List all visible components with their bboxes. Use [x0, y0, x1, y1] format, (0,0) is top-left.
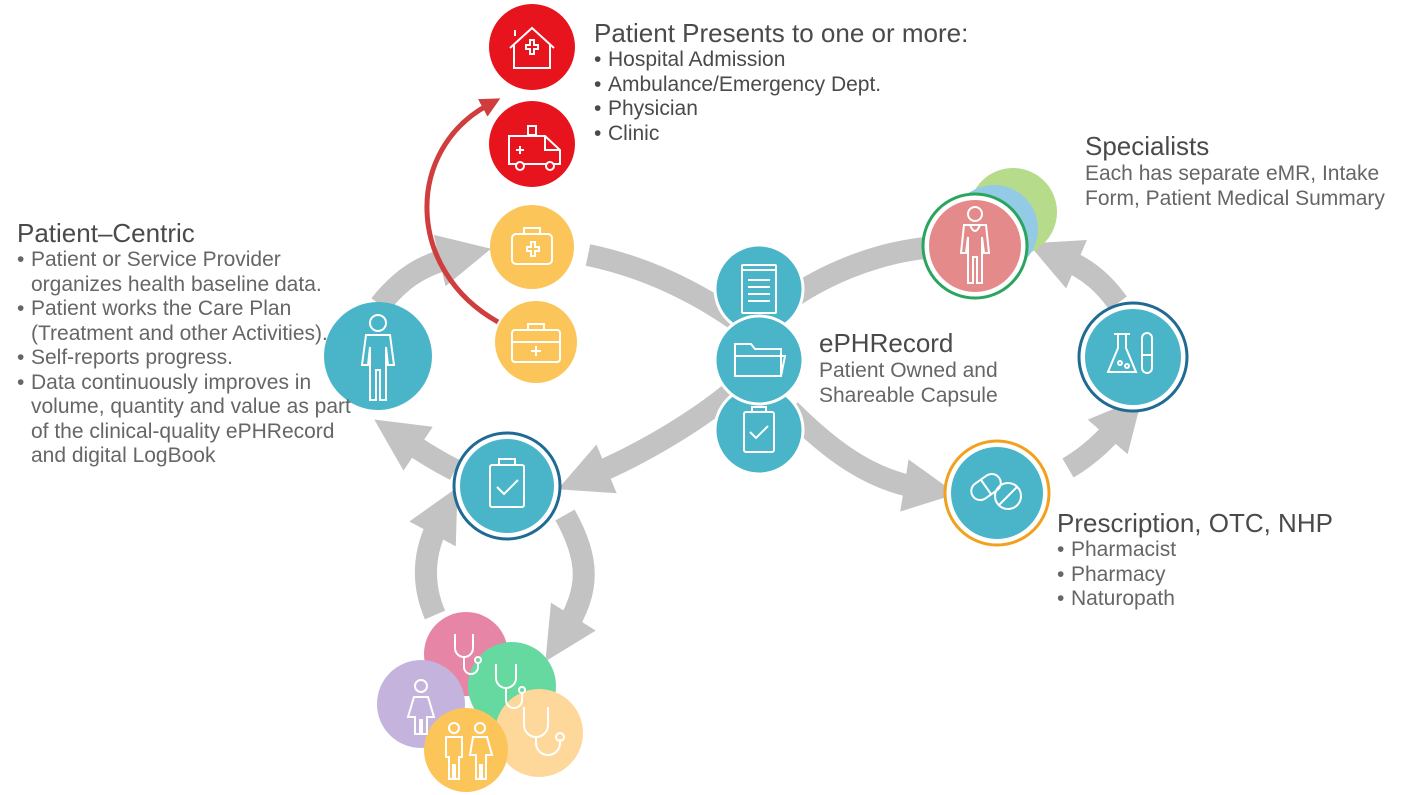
specialists-title: Specialists [1085, 131, 1210, 161]
prescription-title: Prescription, OTC, NHP [1057, 508, 1333, 538]
flow-arrow [557, 376, 748, 494]
clipboard-check-icon [489, 458, 525, 508]
presents-list: Hospital Admission Ambulance/Emergency D… [594, 48, 968, 146]
list-item: Data continuously improves in volume, qu… [17, 371, 362, 469]
doctor-icon [959, 206, 991, 284]
list-item: Patient or Service Provider organizes he… [17, 248, 362, 297]
ambulance-node [489, 101, 575, 187]
specialists-block: Specialists Each has separate eMR, Intak… [1085, 131, 1405, 211]
hospital-icon [509, 26, 555, 69]
flow-arrow [409, 487, 458, 620]
patient-centric-list: Patient or Service Provider organizes he… [17, 248, 362, 469]
pills-icon [970, 472, 1022, 510]
flow-arrow [782, 402, 957, 512]
first-aid-kit-icon [511, 323, 561, 363]
list-item: Self-reports progress. [17, 346, 362, 371]
physician-node [490, 205, 574, 289]
presents-title: Patient Presents to one or more: [594, 18, 969, 48]
list-item: Pharmacy [1057, 563, 1333, 588]
lab-node [1077, 301, 1189, 413]
patient-person-icon [360, 314, 396, 401]
folder-icon [734, 343, 787, 377]
flow-arrow [1062, 397, 1143, 478]
ephrecord-title: ePHRecord [819, 328, 954, 358]
woman-icon [406, 679, 436, 735]
flow-arrow [371, 234, 492, 312]
stethoscope-icon [523, 707, 565, 756]
ephrecord-capsule [713, 243, 805, 476]
specialists-description: Each has separate eMR, Intake Form, Pati… [1085, 162, 1385, 210]
prescription-list: Pharmacist Pharmacy Naturopath [1057, 538, 1333, 612]
clipboard-check-icon [743, 406, 775, 453]
patient-centric-block: Patient–Centric Patient or Service Provi… [17, 218, 362, 469]
list-item: Hospital Admission [594, 48, 968, 73]
list-item: Ambulance/Emergency Dept. [594, 73, 968, 98]
flow-arrow [1028, 239, 1127, 310]
clinic-node [495, 301, 577, 383]
pharmacy-node [943, 439, 1051, 547]
couple-icon [445, 722, 494, 780]
stethoscope-icon [454, 634, 482, 675]
list-item: Naturopath [1057, 587, 1333, 612]
stethoscope-icon [495, 664, 526, 709]
list-item: Physician [594, 97, 968, 122]
care-plan-node [452, 431, 562, 541]
patient-centric-title: Patient–Centric [17, 218, 195, 248]
flow-arrow [545, 509, 596, 662]
ambulance-icon [508, 125, 561, 171]
hospital-admission-node [489, 4, 575, 90]
provider-cluster [377, 612, 583, 792]
presents-block: Patient Presents to one or more: Hospita… [594, 18, 968, 146]
specialists-cluster [921, 168, 1057, 300]
escalation-arrow [424, 98, 501, 325]
lab-flasks-icon [1106, 332, 1153, 374]
medical-bag-icon [511, 227, 553, 265]
list-item: Patient works the Care Plan (Treatment a… [17, 297, 362, 346]
ephrecord-block: ePHRecord Patient Owned and Shareable Ca… [819, 328, 1039, 408]
document-icon [741, 264, 777, 314]
ephrecord-subtitle: Patient Owned and Shareable Capsule [819, 359, 998, 407]
list-item: Clinic [594, 122, 968, 147]
prescription-block: Prescription, OTC, NHP Pharmacist Pharma… [1057, 508, 1333, 612]
list-item: Pharmacist [1057, 538, 1333, 563]
flow-arrow [374, 419, 460, 480]
